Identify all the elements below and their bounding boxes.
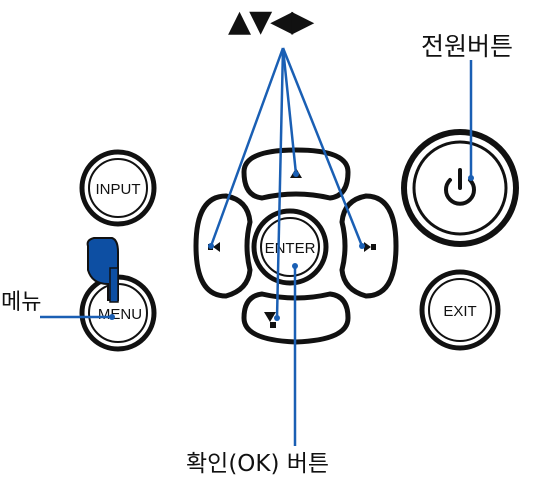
menu-label: 메뉴 (1, 290, 42, 315)
menu-button[interactable]: MENU (79, 274, 157, 352)
dpad-left-key[interactable] (193, 193, 253, 299)
power-button[interactable] (401, 129, 519, 247)
power-button-label: 전원버튼 (421, 32, 514, 61)
menu-button-label: MENU (98, 306, 142, 323)
input-button[interactable]: INPUT (79, 149, 157, 227)
ok-button-label: 확인(OK) 버튼 (186, 451, 330, 477)
power-icon (444, 168, 476, 206)
right-triangle-icon (364, 242, 376, 252)
callout-lines (40, 47, 473, 446)
down-triangle-icon (264, 312, 276, 328)
enter-button[interactable]: ENTER (251, 208, 329, 286)
arrow-keys-label: ▲▼◀▶ (228, 4, 314, 39)
enter-button-label: ENTER (265, 240, 316, 257)
exit-button[interactable]: EXIT (419, 269, 501, 351)
exit-button-label: EXIT (443, 303, 476, 320)
callout-dots (109, 171, 474, 321)
pointing-hand-icon (86, 237, 119, 303)
dpad (193, 147, 399, 345)
input-button-label: INPUT (96, 181, 141, 198)
